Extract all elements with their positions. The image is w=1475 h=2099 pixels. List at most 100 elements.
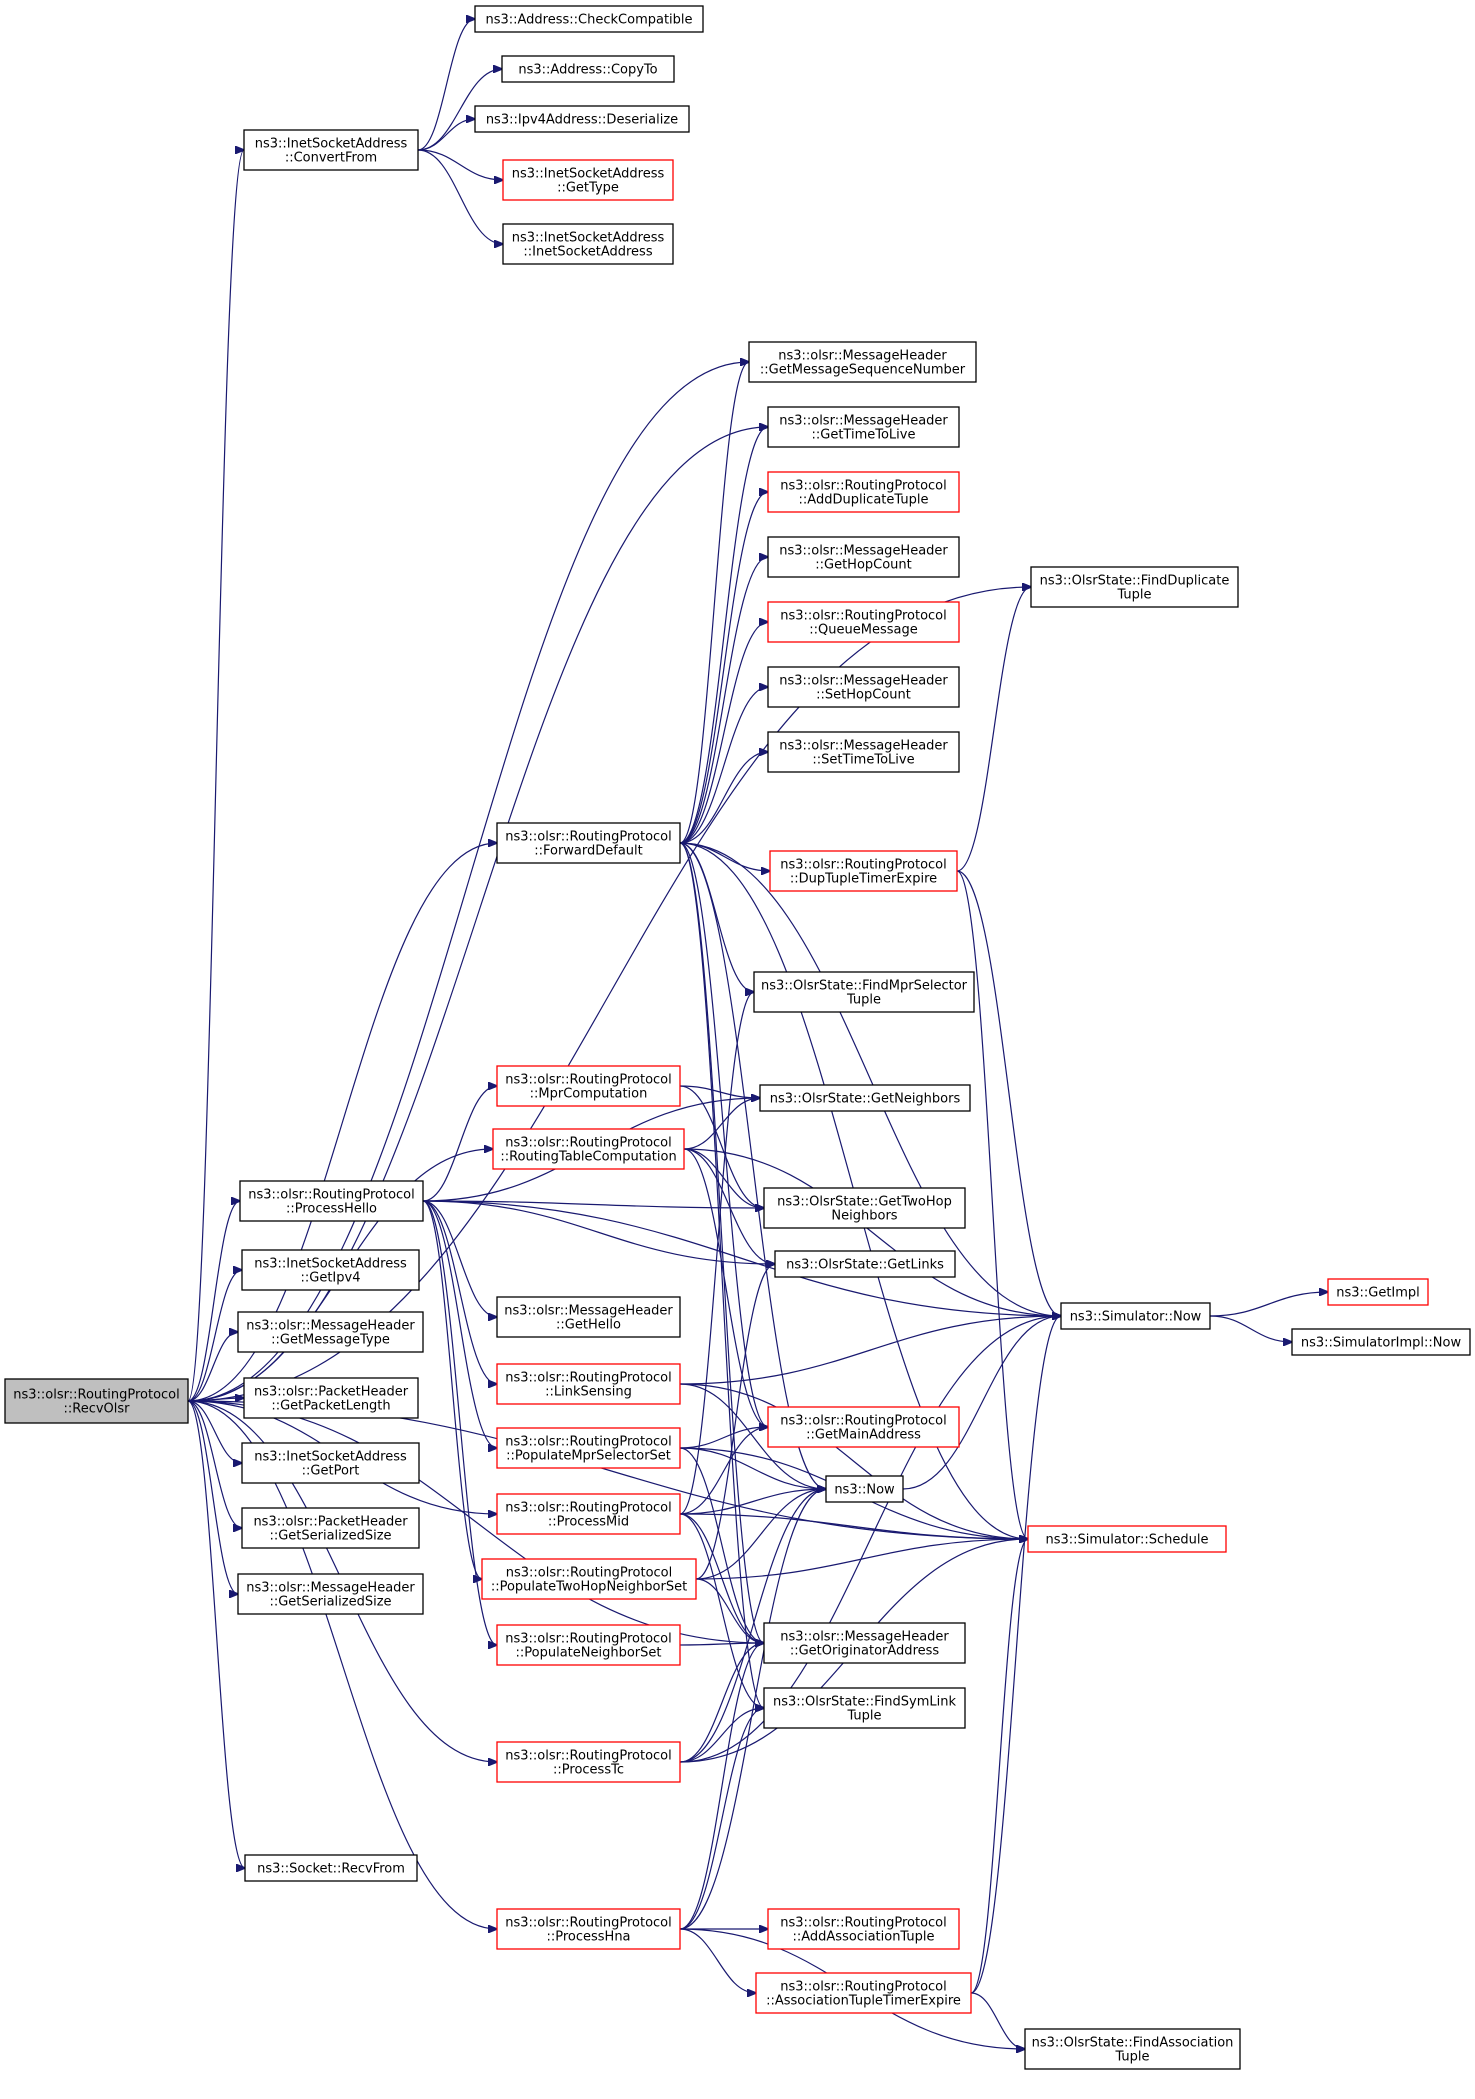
node-linksensing[interactable]: ns3::olsr::RoutingProtocol::LinkSensing [496, 1363, 681, 1405]
node-getneighbors[interactable]: ns3::OlsrState::GetNeighbors [759, 1084, 971, 1112]
node-processtc[interactable]: ns3::olsr::RoutingProtocol::ProcessTc [496, 1741, 681, 1783]
node-ns3now[interactable]: ns3::Now [825, 1475, 904, 1503]
node-processhna[interactable]: ns3::olsr::RoutingProtocol::ProcessHna [496, 1908, 681, 1950]
node-box [243, 1377, 419, 1419]
call-edge-ns3now-to-simnow [902, 1316, 1061, 1490]
node-label-line: ns3::olsr::RoutingProtocol [780, 609, 947, 624]
node-popmprsel[interactable]: ns3::olsr::RoutingProtocol::PopulateMprS… [496, 1427, 681, 1469]
node-inetgetport[interactable]: ns3::InetSocketAddress::GetPort [241, 1442, 420, 1484]
node-checkcompat[interactable]: ns3::Address::CheckCompatible [474, 5, 704, 33]
node-routingtable[interactable]: ns3::olsr::RoutingProtocol::RoutingTable… [492, 1128, 685, 1170]
call-edge-recvolsr-to-recvfrom [187, 1400, 245, 1868]
call-edge-convertfrom-to-copyto [417, 69, 502, 151]
node-label-line: ns3::OlsrState::FindSymLink [773, 1695, 957, 1710]
node-inetctor[interactable]: ns3::InetSocketAddress::InetSocketAddres… [502, 223, 674, 265]
node-getmsgseq[interactable]: ns3::olsr::MessageHeader::GetMessageSequ… [748, 341, 977, 383]
node-box [748, 341, 977, 383]
node-label-line: ::PopulateMprSelectorSet [506, 1449, 671, 1464]
node-simnow[interactable]: ns3::Simulator::Now [1060, 1302, 1211, 1330]
node-gethello[interactable]: ns3::olsr::MessageHeader::GetHello [496, 1296, 681, 1338]
node-label-line: ns3::InetSocketAddress [254, 1257, 407, 1272]
node-pktlen[interactable]: ns3::olsr::PacketHeader::GetPacketLength [243, 1377, 419, 1419]
node-recvfrom[interactable]: ns3::Socket::RecvFrom [244, 1854, 418, 1882]
node-getlinks[interactable]: ns3::OlsrState::GetLinks [774, 1250, 956, 1278]
node-label-line: ::GetTimeToLive [812, 428, 916, 443]
node-queuemsg[interactable]: ns3::olsr::RoutingProtocol::QueueMessage [767, 601, 960, 643]
node-simschedule[interactable]: ns3::Simulator::Schedule [1027, 1525, 1227, 1553]
node-label-line: ns3::olsr::RoutingProtocol [505, 1501, 672, 1516]
node-label-line: ::SetHopCount [816, 688, 911, 703]
node-box [769, 850, 958, 892]
node-box [474, 105, 690, 133]
node-copyto[interactable]: ns3::Address::CopyTo [501, 55, 675, 83]
node-addassoc[interactable]: ns3::olsr::RoutingProtocol::AddAssociati… [767, 1908, 960, 1950]
node-poptwohop[interactable]: ns3::olsr::RoutingProtocol::PopulateTwoH… [481, 1558, 697, 1600]
node-label-line: ::AddDuplicateTuple [799, 493, 929, 508]
node-label-line: ns3::InetSocketAddress [512, 167, 665, 182]
node-box [496, 1427, 681, 1469]
node-label-line: ns3::olsr::RoutingProtocol [780, 1980, 947, 1995]
call-edge-recvolsr-to-convertfrom [187, 150, 244, 1402]
node-box [767, 1908, 960, 1950]
node-sethopcount[interactable]: ns3::olsr::MessageHeader::SetHopCount [767, 666, 960, 708]
node-box [237, 1573, 424, 1615]
node-box [241, 1507, 420, 1549]
node-label-line: ::AssociationTupleTimerExpire [766, 1994, 961, 2009]
node-ipv4deser[interactable]: ns3::Ipv4Address::Deserialize [474, 105, 690, 133]
call-edge-assoctimer-to-simschedule [970, 1539, 1028, 1994]
call-edge-processhello-to-popneighbor [422, 1200, 497, 1645]
call-edge-convertfrom-to-ipv4deser [417, 119, 475, 151]
node-label-line: ns3::olsr::MessageHeader [779, 674, 948, 689]
call-edge-processhello-to-linksensing [422, 1200, 497, 1384]
node-getmainaddr[interactable]: ns3::olsr::RoutingProtocol::GetMainAddre… [767, 1406, 960, 1448]
call-edge-routingtable-to-getlinks [683, 1148, 775, 1264]
node-recvolsr[interactable]: ns3::olsr::RoutingProtocol::RecvOlsr [4, 1378, 189, 1424]
call-edge-mprcomp-to-getneighbors [679, 1085, 760, 1098]
node-simimplnow[interactable]: ns3::SimulatorImpl::Now [1291, 1328, 1471, 1356]
node-label-line: ::RoutingTableComputation [500, 1150, 676, 1165]
call-edge-recvolsr-to-msgsersize [187, 1400, 238, 1594]
node-addduptuple[interactable]: ns3::olsr::RoutingProtocol::AddDuplicate… [767, 471, 960, 513]
node-label-line: ns3::InetSocketAddress [255, 137, 408, 152]
node-processmid[interactable]: ns3::olsr::RoutingProtocol::ProcessMid [496, 1493, 681, 1535]
call-edge-simnow-to-getimpl [1209, 1292, 1328, 1317]
node-inetgettype[interactable]: ns3::InetSocketAddress::GetType [502, 159, 674, 201]
node-label-line: ns3::OlsrState::GetNeighbors [770, 1092, 961, 1107]
node-assoctimer[interactable]: ns3::olsr::RoutingProtocol::AssociationT… [755, 1972, 972, 2014]
node-box [481, 1558, 697, 1600]
node-box [767, 666, 960, 708]
node-msgsersize[interactable]: ns3::olsr::MessageHeader::GetSerializedS… [237, 1573, 424, 1615]
node-convertfrom[interactable]: ns3::InetSocketAddress::ConvertFrom [243, 129, 419, 171]
node-getimpl[interactable]: ns3::GetImpl [1327, 1278, 1429, 1306]
node-forwarddefault[interactable]: ns3::olsr::RoutingProtocol::ForwardDefau… [496, 822, 681, 864]
node-getorigaddr[interactable]: ns3::olsr::MessageHeader::GetOriginatorA… [763, 1622, 966, 1664]
node-mprcomp[interactable]: ns3::olsr::RoutingProtocol::MprComputati… [496, 1065, 681, 1107]
node-box [1030, 566, 1239, 608]
node-box [767, 536, 960, 578]
node-pktsersize[interactable]: ns3::olsr::PacketHeader::GetSerializedSi… [241, 1507, 420, 1549]
node-duptupletimer[interactable]: ns3::olsr::RoutingProtocol::DupTupleTime… [769, 850, 958, 892]
node-label-line: ::ConvertFrom [285, 151, 377, 166]
node-getmsgtype[interactable]: ns3::olsr::MessageHeader::GetMessageType [237, 1311, 424, 1353]
node-inetgetipv4[interactable]: ns3::InetSocketAddress::GetIpv4 [241, 1249, 420, 1291]
node-popneighbor[interactable]: ns3::olsr::RoutingProtocol::PopulateNeig… [496, 1624, 681, 1666]
call-edge-processhello-to-simnow [422, 1200, 1061, 1316]
node-box [502, 223, 674, 265]
node-settimetolive[interactable]: ns3::olsr::MessageHeader::SetTimeToLive [767, 731, 960, 773]
node-processhello[interactable]: ns3::olsr::RoutingProtocol::ProcessHello [239, 1180, 424, 1222]
node-gethopcount[interactable]: ns3::olsr::MessageHeader::GetHopCount [767, 536, 960, 578]
node-label-line: ns3::Ipv4Address::Deserialize [486, 113, 678, 128]
node-box [502, 159, 674, 201]
call-edge-recvolsr-to-inetgetport [187, 1400, 242, 1463]
node-label-line: Tuple [846, 1709, 881, 1724]
node-box [755, 1972, 972, 2014]
node-gettimetolive[interactable]: ns3::olsr::MessageHeader::GetTimeToLive [767, 406, 960, 448]
call-edge-recvolsr-to-getmsgtype [187, 1332, 238, 1402]
call-edge-forwarddefault-to-getmainaddr [679, 842, 768, 1427]
call-edge-processhello-to-gettwohop [422, 1200, 764, 1208]
